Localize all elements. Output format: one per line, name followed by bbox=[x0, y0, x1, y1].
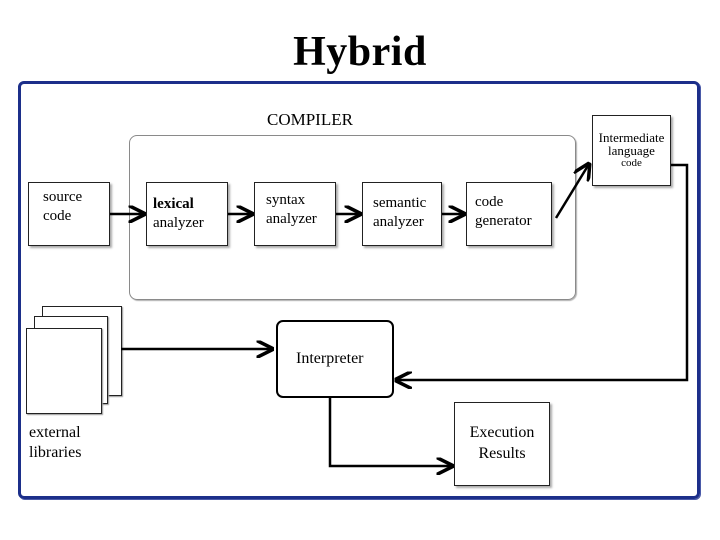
syntax-analyzer-box: syntax analyzer bbox=[254, 182, 336, 246]
code-generator-box: code generator bbox=[466, 182, 552, 246]
intermediate-code-label-line3: code bbox=[621, 157, 642, 169]
interpreter-box: Interpreter bbox=[276, 320, 394, 398]
syntax-analyzer-label-line1: syntax bbox=[266, 192, 306, 208]
compiler-label: COMPILER bbox=[267, 110, 353, 129]
source-code-label-line1: source bbox=[43, 189, 83, 205]
semantic-analyzer-box: semantic analyzer bbox=[362, 182, 442, 246]
intermediate-code-label-line2: language bbox=[608, 143, 655, 158]
diagram-frame bbox=[18, 81, 700, 499]
source-code-label-line2: code bbox=[43, 208, 72, 224]
arrow-interpreter-to-results bbox=[328, 398, 452, 466]
semantic-analyzer-label-line1: semantic bbox=[373, 195, 427, 211]
arrow-intermediate-to-interpreter bbox=[396, 163, 689, 380]
execution-results-label-line1: Execution bbox=[469, 424, 535, 441]
library-page-front bbox=[26, 328, 102, 414]
lexical-analyzer-label-line1: lexical bbox=[153, 196, 194, 212]
lexical-analyzer-box: lexical analyzer bbox=[146, 182, 228, 246]
semantic-analyzer-label-line2: analyzer bbox=[373, 214, 424, 230]
external-libraries-label-line2: libraries bbox=[29, 444, 82, 461]
arrow-generator-to-intermediate bbox=[554, 164, 589, 219]
code-generator-label-line1: code bbox=[475, 194, 504, 210]
diagram-title: Hybrid bbox=[293, 29, 427, 75]
external-libraries-label: external libraries bbox=[29, 423, 81, 463]
intermediate-code-label-line1: Intermediate bbox=[598, 130, 665, 145]
lexical-analyzer-label-line2: analyzer bbox=[153, 215, 204, 231]
code-generator-label-line2: generator bbox=[475, 213, 532, 229]
execution-results-box: Execution Results bbox=[454, 402, 550, 486]
external-libraries-label-line1: external bbox=[29, 424, 81, 441]
source-code-box: source code bbox=[28, 182, 110, 246]
syntax-analyzer-label-line2: analyzer bbox=[266, 211, 317, 227]
interpreter-label: Interpreter bbox=[296, 350, 364, 367]
intermediate-code-box: Intermediate language code bbox=[592, 115, 671, 186]
execution-results-label-line2: Results bbox=[478, 445, 526, 462]
